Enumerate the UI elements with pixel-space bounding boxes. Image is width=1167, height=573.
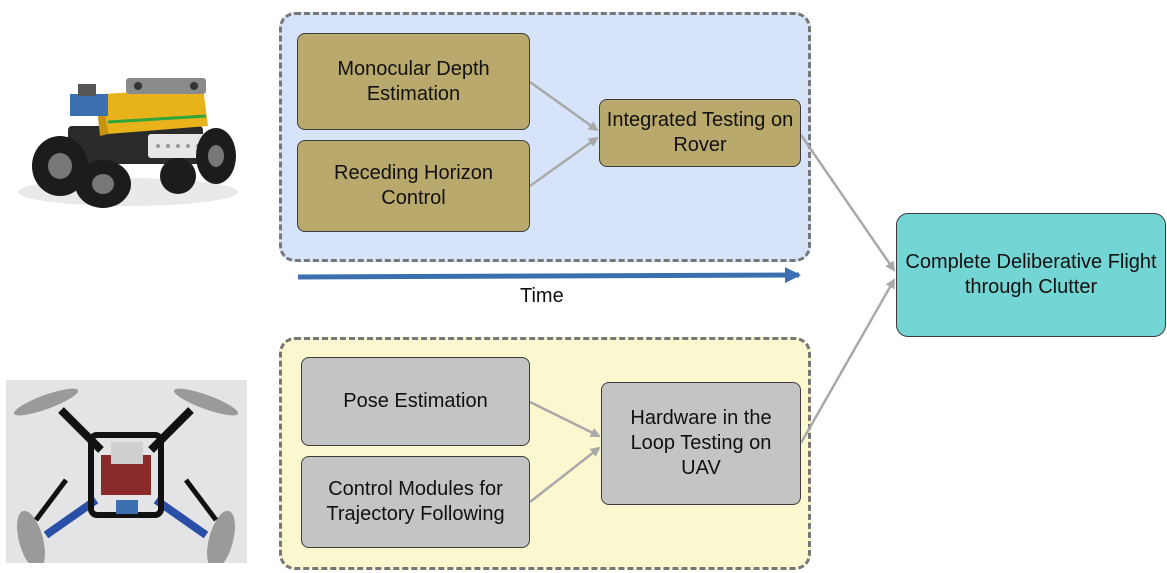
receding-horizon-control-box: Receding Horizon Control	[297, 140, 530, 232]
integrated-testing-rover-label: Integrated Testing on Rover	[606, 109, 794, 156]
quadrotor-illustration	[6, 380, 247, 563]
arrow-monocular-to-integrated	[529, 80, 599, 132]
control-modules-label: Control Modules for Trajectory Following	[326, 478, 505, 525]
rover-photo	[8, 64, 246, 211]
complete-deliberative-flight-label: Complete Deliberative Flight through Clu…	[905, 251, 1157, 298]
complete-deliberative-flight-box: Complete Deliberative Flight through Clu…	[896, 213, 1166, 337]
rover-illustration	[8, 64, 246, 211]
pose-estimation-box: Pose Estimation	[301, 357, 530, 446]
time-arrow	[297, 267, 801, 284]
arrow-hardware-to-complete	[799, 278, 896, 444]
pose-estimation-label: Pose Estimation	[343, 390, 488, 412]
arrow-receding-to-integrated	[529, 136, 599, 188]
arrow-pose-to-hardware	[529, 400, 601, 438]
integrated-testing-rover-box: Integrated Testing on Rover	[599, 99, 801, 167]
hardware-in-loop-label: Hardware in the Loop Testing on UAV	[630, 407, 772, 479]
time-label: Time	[520, 285, 564, 307]
monocular-depth-estimation-label: Monocular Depth Estimation	[337, 57, 490, 105]
hardware-in-loop-box: Hardware in the Loop Testing on UAV	[601, 382, 801, 505]
receding-horizon-control-label: Receding Horizon Control	[334, 162, 493, 209]
quadrotor-photo	[6, 380, 247, 563]
monocular-depth-estimation-box: Monocular Depth Estimation	[297, 33, 530, 130]
arrow-control-to-hardware	[529, 446, 601, 503]
arrow-integrated-to-complete	[799, 134, 896, 272]
control-modules-box: Control Modules for Trajectory Following	[301, 456, 530, 548]
